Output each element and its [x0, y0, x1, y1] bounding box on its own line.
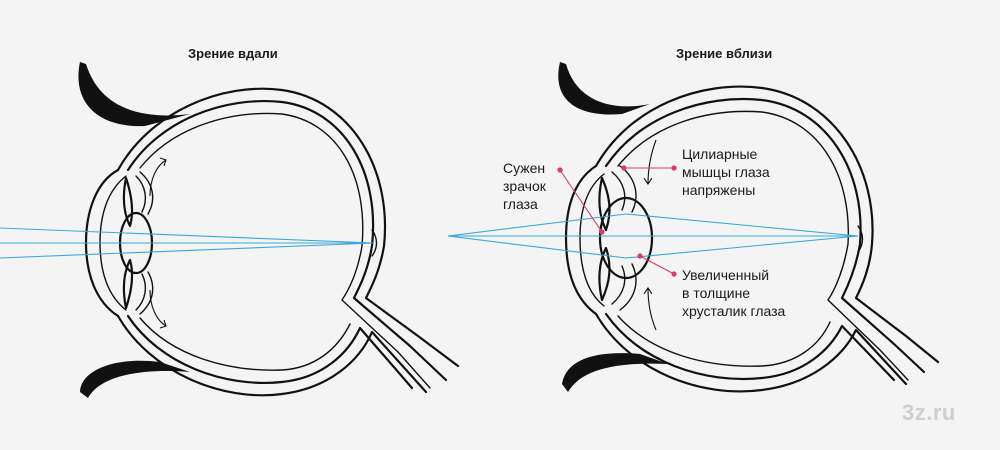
upper-eyelid: [78, 62, 190, 127]
eyeball-outer-wall-lower: [116, 314, 428, 397]
leader-pupil: [559, 169, 603, 233]
eyeball-layer-3-lower: [617, 315, 831, 367]
cornea: [564, 164, 598, 316]
arrow-up-relax: [149, 159, 167, 197]
lower-eyelid: [562, 353, 668, 392]
upper-eyelid: [558, 62, 650, 115]
ciliary-muscle-lower: [611, 263, 637, 311]
label-lens-line-1: Увеличенный: [682, 267, 769, 283]
arrow-down-head: [159, 319, 167, 329]
label-lens-line-2: в толщине: [682, 285, 750, 301]
label-pupil-line-2: зрачок: [503, 178, 547, 194]
eyeball-outer-wall-lower: [594, 312, 908, 393]
leader-lens: [639, 255, 675, 275]
ray-1-refracted: [625, 213, 859, 237]
eyeball-layer-2-lower: [126, 314, 414, 390]
eyeball-layer-2-lower: [604, 312, 896, 382]
leader-ciliary-dot: [621, 165, 627, 171]
eyeball-layer-3-lower: [139, 317, 351, 371]
arrow-up-head: [159, 157, 167, 167]
leader-pupil-dot: [557, 167, 563, 173]
ray-3: [447, 235, 627, 259]
lower-eyelid: [80, 360, 190, 398]
ciliary-muscle-upper: [611, 165, 637, 213]
eyeball-layer-2: [126, 100, 448, 382]
eye-near-vision: [447, 62, 940, 393]
arrow-up-head: [643, 287, 653, 295]
arrow-down-contract: [647, 139, 657, 185]
title-near-vision: Зрение вблизи: [676, 46, 772, 61]
arrow-up-contract: [647, 287, 657, 331]
iris-lower: [122, 258, 134, 310]
iris-upper: [598, 176, 611, 232]
label-pupil-line-3: глаза: [503, 196, 538, 212]
arrow-down-head: [643, 177, 653, 185]
label-lens-line-3: хрусталик глаза: [682, 303, 786, 319]
ray-1: [0, 227, 375, 244]
ray-3-refracted: [625, 235, 859, 259]
lens-thick: [598, 196, 654, 280]
iris-lower: [598, 246, 611, 302]
leader-ciliary-end: [671, 165, 677, 171]
leader-lens-dot: [637, 253, 643, 259]
label-lens: Увеличенный в толщине хрусталик глаза: [682, 267, 786, 319]
eyeball-outer-wall: [116, 87, 460, 368]
eyeball-layer-3: [139, 112, 431, 389]
watermark: 3z.ru: [902, 400, 956, 425]
cornea-inner: [579, 173, 605, 307]
label-pupil: Сужен зрачок глаза: [503, 160, 547, 212]
eyeball-layer-2: [604, 98, 926, 374]
label-pupil-line-1: Сужен: [503, 160, 545, 176]
ciliary-muscle-upper: [135, 171, 154, 215]
ciliary-muscle-lower: [135, 271, 154, 315]
leader-lens-end: [671, 271, 677, 277]
title-far-vision: Зрение вдали: [188, 46, 278, 61]
retina-fovea: [857, 225, 864, 253]
iris-upper: [122, 176, 134, 228]
label-ciliary-line-1: Цилиарные: [682, 146, 758, 162]
label-ciliary-line-3: напряжены: [682, 182, 755, 198]
label-ciliary-line-2: мышцы глаза: [682, 164, 770, 180]
eyeball-layer-3: [617, 110, 909, 381]
ray-3: [0, 242, 375, 259]
eye-far-vision: [0, 62, 460, 398]
arrow-down-relax: [149, 289, 167, 327]
retina-fovea: [371, 229, 378, 257]
label-ciliary: Цилиарные мышцы глаза напряжены: [682, 146, 770, 198]
ray-1: [447, 213, 627, 237]
eyeball-outer-wall: [594, 85, 940, 364]
leader-pupil-end: [599, 229, 605, 235]
